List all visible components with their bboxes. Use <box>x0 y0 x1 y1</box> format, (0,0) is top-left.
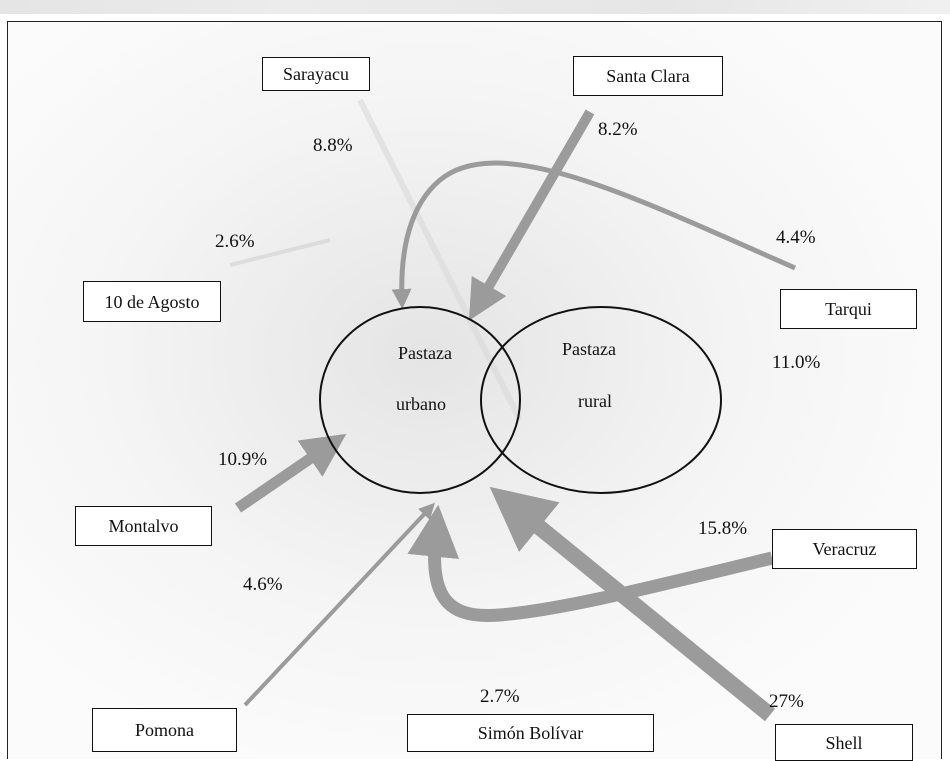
center-label-rural-line1: Pastaza <box>562 339 616 359</box>
top-strip <box>0 0 950 14</box>
place-box-sarayacu: Sarayacu <box>262 57 370 91</box>
place-box-simon-bolivar: Simón Bolívar <box>407 714 654 752</box>
place-box-montalvo: Montalvo <box>75 506 212 546</box>
pct-santa-clara: 8.2% <box>598 119 638 140</box>
place-label: Montalvo <box>108 516 179 536</box>
faint-line <box>357 98 523 422</box>
pct-veracruz: 15.8% <box>698 518 748 539</box>
center-label-urbano-line1: Pastaza <box>398 343 452 363</box>
place-box-tarqui: Tarqui <box>780 289 917 329</box>
place-label: Pomona <box>134 720 194 740</box>
place-box-pomona: Pomona <box>92 708 237 752</box>
place-label: Tarqui <box>825 299 872 319</box>
place-box-santa-clara: Santa Clara <box>573 56 723 96</box>
pct-shell: 27% <box>769 691 804 712</box>
pct-sarayacu: 8.8% <box>313 135 353 156</box>
place-label: Simón Bolívar <box>477 723 584 743</box>
pct-simon-bolivar: 2.7% <box>480 686 520 707</box>
place-label: 10 de Agosto <box>104 291 200 312</box>
place-label: Shell <box>825 732 863 753</box>
flow-shell <box>489 486 776 722</box>
place-box-veracruz: Veracruz <box>772 529 917 569</box>
flow-santa-clara <box>468 109 595 321</box>
flow-tarqui <box>391 160 797 309</box>
pct-tarqui-right: 11.0% <box>772 352 821 373</box>
pct-tarqui: 4.4% <box>776 227 816 248</box>
pct-10-de-agosto: 2.6% <box>215 231 255 252</box>
center-label-urbano-line2: urbano <box>396 394 446 414</box>
circle-pastaza-urbano <box>319 306 521 494</box>
place-label: Santa Clara <box>606 66 690 86</box>
pct-montalvo: 10.9% <box>218 449 268 470</box>
flow-montalvo <box>234 433 347 513</box>
place-box-shell: Shell <box>775 724 913 761</box>
center-label-rural-line2: rural <box>578 391 612 411</box>
place-label: Sarayacu <box>283 64 349 84</box>
faint-line <box>229 238 331 267</box>
circle-pastaza-rural <box>480 306 722 494</box>
place-label: Veracruz <box>812 539 877 559</box>
pct-pomona: 4.6% <box>243 574 283 595</box>
flow-pomona <box>243 502 435 707</box>
flow-veracruz <box>407 504 774 623</box>
diagram-frame <box>7 21 942 759</box>
place-box-10-de-agosto: 10 de Agosto <box>83 281 221 322</box>
